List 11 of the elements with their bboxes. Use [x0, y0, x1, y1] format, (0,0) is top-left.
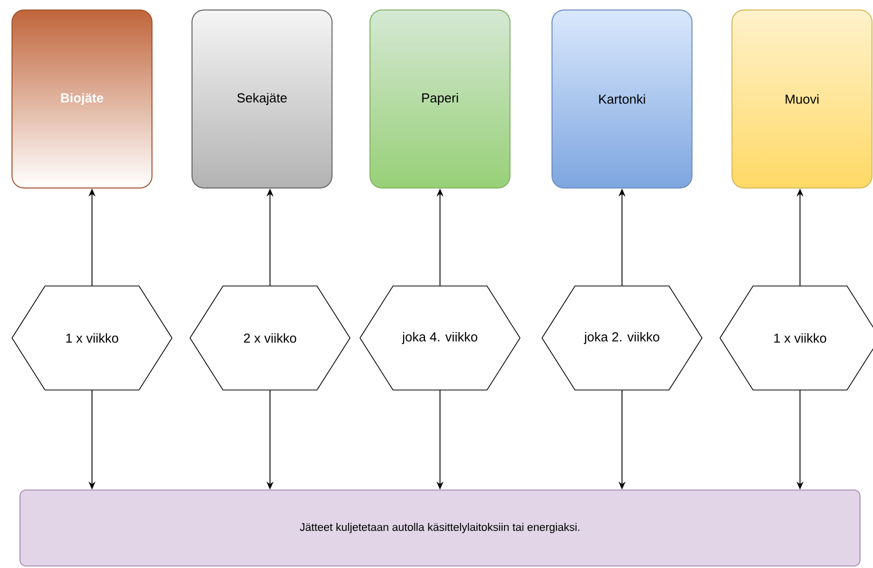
frequency-hexagon: 2 x viikko [190, 286, 350, 390]
frequency-hexagon: joka 2. viikko [542, 286, 702, 390]
category-box: Biojäte [12, 10, 152, 188]
category-box: Sekajäte [192, 10, 332, 188]
frequency-hexagon: joka 4. viikko [360, 286, 520, 390]
category-box: Kartonki [552, 10, 692, 188]
category-box: Paperi [370, 10, 510, 188]
frequency-hexagon: 1 x viikko [720, 286, 873, 390]
transport-box: Jätteet kuljetetaan autolla käsittelylaitoksiin tai energiaksi. [20, 490, 860, 566]
category-box: Muovi [732, 10, 872, 188]
frequency-hexagon: 1 x viikko [12, 286, 172, 390]
